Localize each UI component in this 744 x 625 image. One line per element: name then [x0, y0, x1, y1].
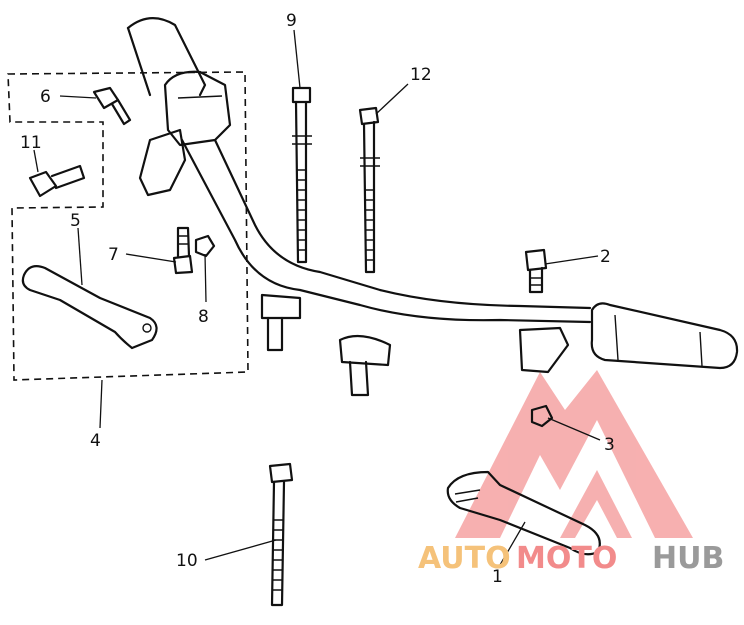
- leader-8: [204, 253, 207, 303]
- handlebar: [126, 17, 739, 397]
- lever-bracket: [138, 128, 187, 197]
- part-9-cable-tie: [291, 86, 312, 264]
- part-11-bolt: [28, 164, 86, 198]
- watermark-triangle-outer: [455, 370, 693, 538]
- leader-11: [33, 149, 39, 173]
- watermark-word-auto: AUTO: [418, 541, 511, 576]
- callout-2: 2: [600, 247, 611, 267]
- callout-7: 7: [108, 245, 119, 265]
- leader-lines: [33, 29, 601, 566]
- leader-9: [293, 29, 301, 89]
- part-12-cable-tie: [358, 106, 380, 274]
- callout-6: 6: [40, 87, 51, 107]
- callout-10: 10: [176, 551, 198, 571]
- watermark-wordmark: AUTO MOTO HUB: [418, 541, 724, 576]
- leader-1: [499, 521, 526, 566]
- part-1-lever: [446, 470, 601, 556]
- part-8-nut: [194, 234, 216, 258]
- callout-9: 9: [286, 11, 297, 31]
- leader-12: [375, 83, 409, 115]
- watermark-logo: [455, 370, 693, 538]
- callout-4: 4: [90, 431, 101, 451]
- assembly-box-4: [7, 71, 249, 381]
- callout-11: 11: [20, 133, 42, 153]
- watermark-triangle-inner: [560, 470, 632, 538]
- leader-2: [544, 255, 599, 265]
- callout-3: 3: [604, 435, 615, 455]
- leader-4: [99, 379, 103, 429]
- part-2-bolt: [524, 248, 548, 294]
- part-5-lever: [21, 265, 158, 350]
- leader-7: [125, 253, 177, 263]
- callout-8: 8: [198, 307, 209, 327]
- part-3-nut: [530, 404, 554, 428]
- leader-6: [59, 95, 97, 99]
- watermark-word-hub: HUB: [652, 541, 724, 576]
- callout-numbers: 1 2 3 4 5 6 7 8 9 10 11 12: [20, 11, 615, 587]
- leader-5: [77, 227, 83, 286]
- leader-10: [204, 539, 277, 561]
- callout-5: 5: [70, 211, 81, 231]
- part-6-bolt: [92, 86, 132, 126]
- callout-12: 12: [410, 65, 432, 85]
- part-10-cable-tie: [268, 462, 294, 607]
- callout-1: 1: [492, 567, 503, 587]
- watermark-word-moto: MOTO: [516, 541, 617, 576]
- part-7-bolt: [172, 226, 194, 275]
- leader-3: [547, 417, 601, 441]
